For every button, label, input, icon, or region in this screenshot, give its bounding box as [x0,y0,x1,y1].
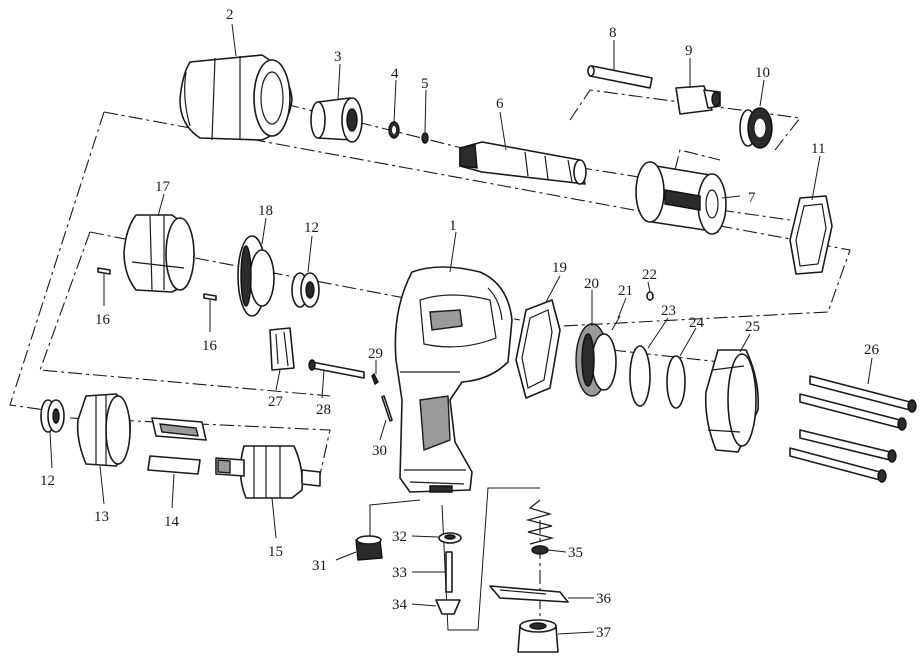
part-17-cylinder [123,214,195,293]
part-13-end-plate [76,393,132,467]
leader-lines [49,23,873,635]
callout-13: 13 [94,509,109,525]
part-6-anvil [459,141,587,185]
callout-7: 7 [748,190,756,206]
part-1-housing [394,266,513,493]
part-8-pin [587,65,653,89]
part-7-hammer-cage [635,161,727,235]
part-20-ring-gear [575,323,617,397]
part-29-clip [371,372,379,386]
callout-3: 3 [334,49,342,65]
part-23-o-ring [629,345,651,407]
callout-26: 26 [864,342,880,358]
callout-12-lower: 12 [40,473,55,489]
callout-27: 27 [268,394,284,410]
callout-17: 17 [155,179,171,195]
callout-34: 34 [392,597,408,613]
callout-30: 30 [372,443,387,459]
part-33-valve-pin [445,551,453,593]
part-25-rear-cover [704,349,760,453]
part-31-inlet-bushing [355,535,383,561]
part-34-valve-seat [435,599,461,615]
callout-28: 28 [316,402,331,418]
part-14-rotor-blades [147,417,207,475]
part-5-ball [421,132,429,144]
callout-4: 4 [391,66,399,82]
part-3-bushing [310,97,363,143]
part-19-gasket [515,299,561,399]
part-37-inlet-nut [517,619,559,653]
part-16-pin-b [203,293,217,301]
callout-31: 31 [312,558,327,574]
callout-18: 18 [258,203,273,219]
callout-16-a: 16 [95,312,111,328]
part-11-gasket [789,195,833,275]
callout-5: 5 [421,76,429,92]
callout-23: 23 [661,303,676,319]
part-22-pin [646,291,654,301]
part-12-bearing-lower [40,399,65,433]
callout-12-upper: 12 [304,220,319,236]
callout-1: 1 [449,218,457,234]
callout-32: 32 [392,529,407,545]
callout-19: 19 [552,260,567,276]
callout-24: 24 [689,315,705,331]
part-18-end-plate [237,235,275,317]
callout-10: 10 [755,65,770,81]
part-12-bearing-upper [291,272,320,308]
callout-20: 20 [584,276,599,292]
callout-labels: 1 2 3 4 5 6 7 8 9 10 11 12 12 13 14 15 1… [40,7,880,641]
callout-33: 33 [392,565,407,581]
part-16-pin-a [97,267,111,275]
part-36-regulator-lever [489,585,569,603]
callout-14: 14 [164,514,180,530]
callout-29: 29 [368,346,383,362]
callout-21: 21 [618,283,633,299]
callout-15: 15 [268,544,283,560]
part-24-o-ring [666,355,686,409]
part-10-bearing [739,107,773,149]
callout-11: 11 [811,141,825,157]
callout-35: 35 [568,545,583,561]
callout-6: 6 [496,96,504,112]
part-30-pin [381,395,393,422]
part-2-hammer-case [179,54,293,141]
callout-8: 8 [609,25,617,41]
callout-22: 22 [642,267,657,283]
callout-9: 9 [685,43,693,59]
part-15-rotor [215,445,321,499]
callout-16-b: 16 [202,338,218,354]
part-32-washer [438,532,462,544]
part-4-ring [388,121,400,139]
part-26-bolts [789,375,917,483]
callout-37: 37 [596,625,612,641]
part-27-trigger [269,327,295,371]
part-28-valve-stem [308,359,365,379]
callout-2: 2 [226,7,234,23]
callout-25: 25 [745,319,760,335]
part-21-spring [611,315,621,331]
callout-36: 36 [596,591,612,607]
part-9-hammer [675,85,721,115]
